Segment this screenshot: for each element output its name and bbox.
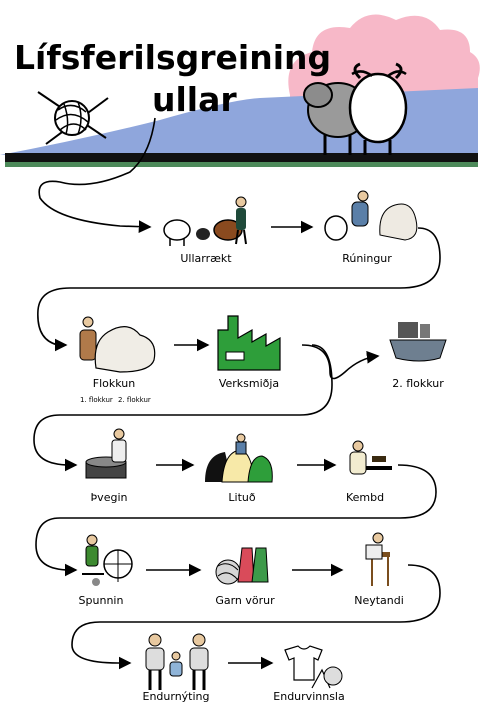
label-flokkun-sub1: 1. flokkur <box>80 396 113 404</box>
label-endurnyting: Endurnýting <box>142 690 210 703</box>
kembd-icon <box>349 440 392 475</box>
yarn-ball-icon <box>37 91 109 145</box>
label-endurvinnsla: Endurvinnsla <box>273 690 345 703</box>
page-title: Lífsferilsgreining <box>14 38 332 77</box>
thvegin-icon <box>85 428 127 479</box>
neytandi-icon <box>365 532 390 586</box>
label-thvegin: Þvegin <box>90 491 128 504</box>
label-ullarraekt: Ullarrækt <box>180 252 232 265</box>
spunnin-icon <box>82 534 133 586</box>
label-flokkun-sub2: 2. flokkur <box>118 396 151 404</box>
yarn-thread <box>38 117 156 234</box>
ground-black-stripe <box>5 153 478 162</box>
litud-icon <box>205 433 273 483</box>
label-2-flokkur: 2. flokkur <box>392 377 444 390</box>
label-litud: Lituð <box>228 491 256 504</box>
page-subtitle: ullar <box>152 80 237 119</box>
label-neytandi: Neytandi <box>354 594 404 607</box>
endurvinnsla-icon <box>284 645 343 689</box>
ground-green-stripe <box>5 162 478 167</box>
ullarraekt-icon <box>163 196 247 246</box>
label-garn-vorur: Garn vörur <box>215 594 275 607</box>
header-illustration <box>0 14 480 234</box>
factory-icon <box>217 315 281 371</box>
endurnyting-icon <box>145 633 209 690</box>
label-flokkun: Flokkun <box>92 377 136 390</box>
flokkun-icon <box>79 316 156 373</box>
label-verksmidja: Verksmiðja <box>218 377 280 390</box>
garn-icon <box>215 547 269 585</box>
runingur-icon <box>324 190 418 241</box>
label-runingur: Rúningur <box>342 252 392 265</box>
label-kembd: Kembd <box>345 491 385 504</box>
ship-icon <box>389 322 447 362</box>
label-spunnin: Spunnin <box>78 594 124 607</box>
white-sheep-icon <box>348 62 408 155</box>
flow-arrows <box>33 220 441 670</box>
